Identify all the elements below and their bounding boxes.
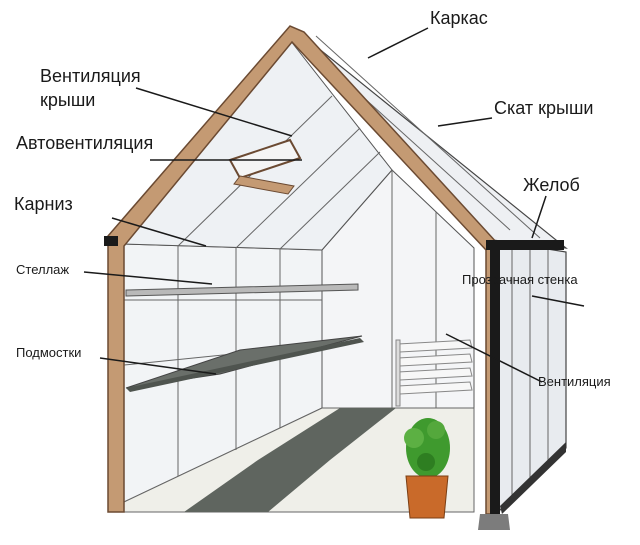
leader-stellazh (83, 271, 213, 285)
leader-podm (99, 357, 217, 375)
scaffold-bench-top (126, 338, 364, 392)
leader-karniz (111, 217, 207, 247)
leader-skat (437, 117, 493, 127)
label-zhelob: Желоб (523, 175, 580, 195)
potted-plant (404, 418, 450, 519)
label-ventilyatsiya-kryshi-line2: крыши (40, 90, 96, 110)
downpipe (490, 244, 500, 516)
wall-vent-louvers (395, 339, 473, 407)
leader-lines (83, 27, 585, 383)
label-ventilyatsiya-kryshi: Вентиляция крыши (40, 64, 141, 112)
auto-vent-frame (233, 175, 295, 195)
eave-left (104, 236, 118, 246)
label-stellazh: Стеллаж (16, 262, 70, 277)
label-ventilyatsiya-kryshi-line1: Вентиляция (40, 66, 141, 86)
label-karniz: Карниз (14, 194, 73, 214)
gutter (486, 240, 564, 250)
label-karkas: Каркас (430, 8, 488, 28)
front-frame (107, 25, 499, 515)
label-ventilyatsiya: Вентиляция (538, 374, 611, 389)
label-skat-kryshi: Скат крыши (494, 98, 594, 118)
roof-vent (228, 138, 302, 180)
shelf-rack (125, 283, 359, 297)
leader-zhelob (531, 195, 547, 239)
leader-ventilyatsiya-kryshi (135, 87, 293, 137)
label-prozrachnaya-stenka: Прозрачная стенка (462, 272, 578, 287)
greenhouse-structure (104, 25, 568, 530)
leader-karkas (367, 27, 429, 59)
wall-panel-lines (123, 35, 549, 500)
right-wall-base (500, 442, 566, 514)
leader-vent (445, 333, 543, 383)
leader-prozr (531, 295, 585, 307)
label-podmostki: Подмостки (16, 345, 82, 360)
plant-pot (405, 475, 449, 519)
floor-path (184, 408, 396, 512)
label-avtoventilyatsiya: Автовентиляция (16, 133, 154, 153)
foundation (478, 514, 510, 530)
